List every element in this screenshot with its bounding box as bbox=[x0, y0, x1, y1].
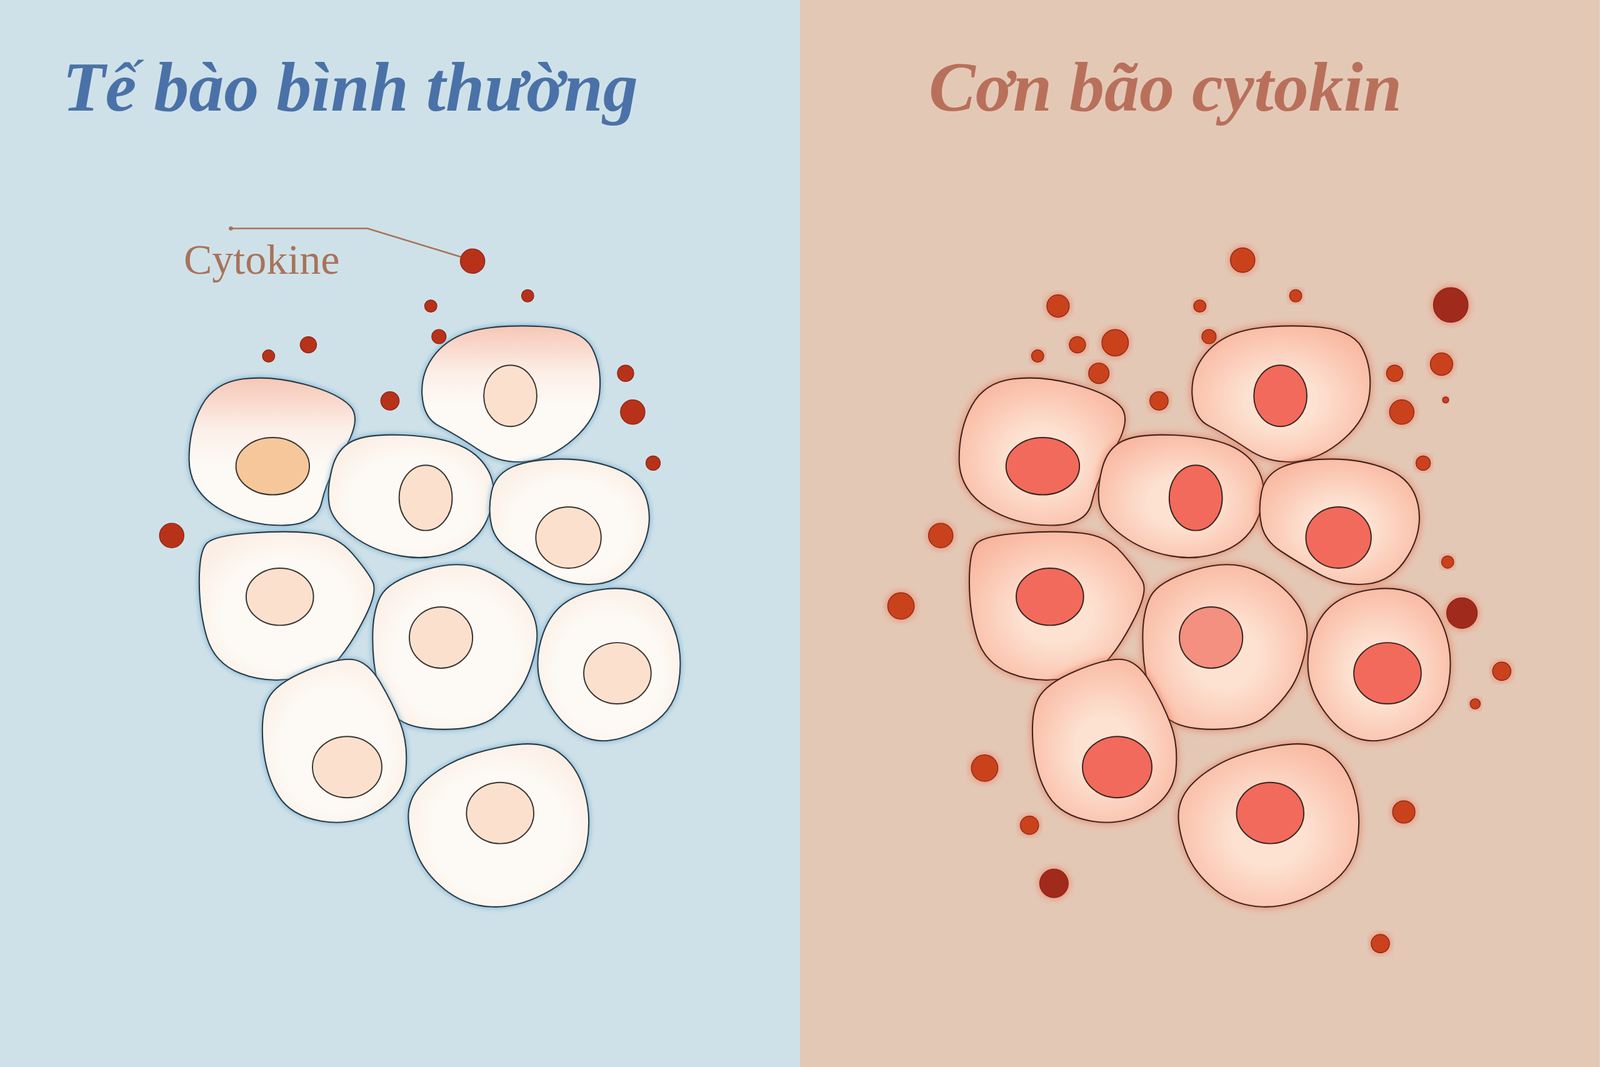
nucleus bbox=[409, 606, 473, 669]
cell bbox=[489, 458, 649, 585]
cytokine-dot bbox=[1442, 396, 1449, 404]
nucleus bbox=[466, 782, 534, 844]
cytokine-dot bbox=[646, 455, 661, 470]
cytokine-dot bbox=[1193, 300, 1207, 313]
cytokine-dot bbox=[1069, 336, 1086, 354]
panel-heading: Cơn bão cytokin bbox=[928, 48, 1402, 126]
cytokines bbox=[159, 248, 1511, 954]
cytokine-dot bbox=[159, 523, 184, 548]
cytokine-dot bbox=[1441, 555, 1454, 569]
nucleus bbox=[1169, 465, 1223, 530]
nucleus bbox=[483, 365, 537, 427]
cytokine-dot bbox=[521, 289, 534, 302]
normal-cells bbox=[188, 325, 680, 907]
nucleus bbox=[1179, 606, 1243, 669]
nucleus bbox=[1236, 782, 1304, 844]
nucleus bbox=[246, 568, 314, 625]
cell bbox=[408, 743, 589, 907]
cell bbox=[262, 659, 407, 823]
cytokine-dot bbox=[1289, 289, 1302, 302]
cytokine-dot bbox=[1371, 934, 1390, 953]
cell bbox=[328, 435, 494, 559]
cytokine-dot bbox=[1101, 329, 1129, 356]
cell bbox=[969, 531, 1145, 680]
cytokine-dot bbox=[1470, 698, 1480, 709]
nucleus bbox=[1016, 568, 1084, 625]
cytokine-dot bbox=[1416, 455, 1431, 470]
cytokine-dot bbox=[1430, 353, 1454, 376]
nucleus bbox=[399, 465, 453, 530]
nucleus bbox=[535, 506, 601, 569]
cytokine-dot bbox=[380, 391, 399, 410]
nucleus bbox=[1082, 736, 1152, 798]
cell bbox=[1178, 743, 1359, 907]
cytokine-dot bbox=[262, 350, 275, 363]
nucleus bbox=[312, 736, 382, 798]
cytokine-dot bbox=[460, 248, 485, 274]
cytokine-dot bbox=[1020, 816, 1039, 835]
cytokine-dot bbox=[1492, 661, 1511, 680]
cytokine-dot bbox=[300, 336, 317, 354]
right-panel bbox=[800, 0, 1600, 1067]
cytokine-dot bbox=[887, 592, 914, 619]
cell bbox=[1260, 458, 1420, 585]
cytokine-dot bbox=[617, 365, 634, 382]
cell bbox=[1098, 435, 1264, 559]
cytokine-dot bbox=[424, 300, 437, 313]
cytokine-dot bbox=[620, 400, 645, 425]
cytokine-dot bbox=[1201, 329, 1217, 344]
storm-cells bbox=[959, 325, 1451, 907]
cytokine-dot bbox=[1386, 365, 1403, 382]
cytokine-dot bbox=[1040, 868, 1069, 898]
cell bbox=[199, 531, 375, 680]
cytokine-dot bbox=[1150, 391, 1169, 410]
nucleus bbox=[1006, 437, 1080, 495]
cytokine-dot bbox=[1433, 287, 1468, 322]
cell bbox=[1032, 659, 1177, 823]
nucleus bbox=[583, 642, 652, 704]
cytokine-dot bbox=[1230, 248, 1255, 273]
cell bbox=[537, 588, 680, 741]
leader-dot bbox=[228, 226, 234, 231]
panel-heading: Tế bào bình thường bbox=[62, 48, 639, 126]
cytokine-dot bbox=[1392, 800, 1415, 824]
cytokine-dot bbox=[1446, 597, 1478, 629]
cytokine-label: Cytokine bbox=[183, 236, 340, 284]
cell bbox=[372, 564, 537, 730]
nucleus bbox=[236, 437, 310, 495]
cytokine-dot bbox=[1046, 295, 1070, 318]
cell bbox=[1307, 588, 1450, 741]
nucleus bbox=[1253, 365, 1307, 427]
cytokine-dot bbox=[928, 523, 954, 548]
nucleus bbox=[1305, 506, 1371, 569]
cell bbox=[1142, 564, 1307, 730]
cytokine-dot bbox=[1088, 363, 1110, 384]
cytokine-dot bbox=[971, 755, 998, 782]
cytokine-dot bbox=[1389, 400, 1414, 425]
nucleus bbox=[1353, 642, 1422, 704]
left-panel bbox=[0, 0, 800, 1067]
cytokine-dot bbox=[1031, 350, 1044, 363]
cytokine-dot bbox=[431, 329, 447, 344]
